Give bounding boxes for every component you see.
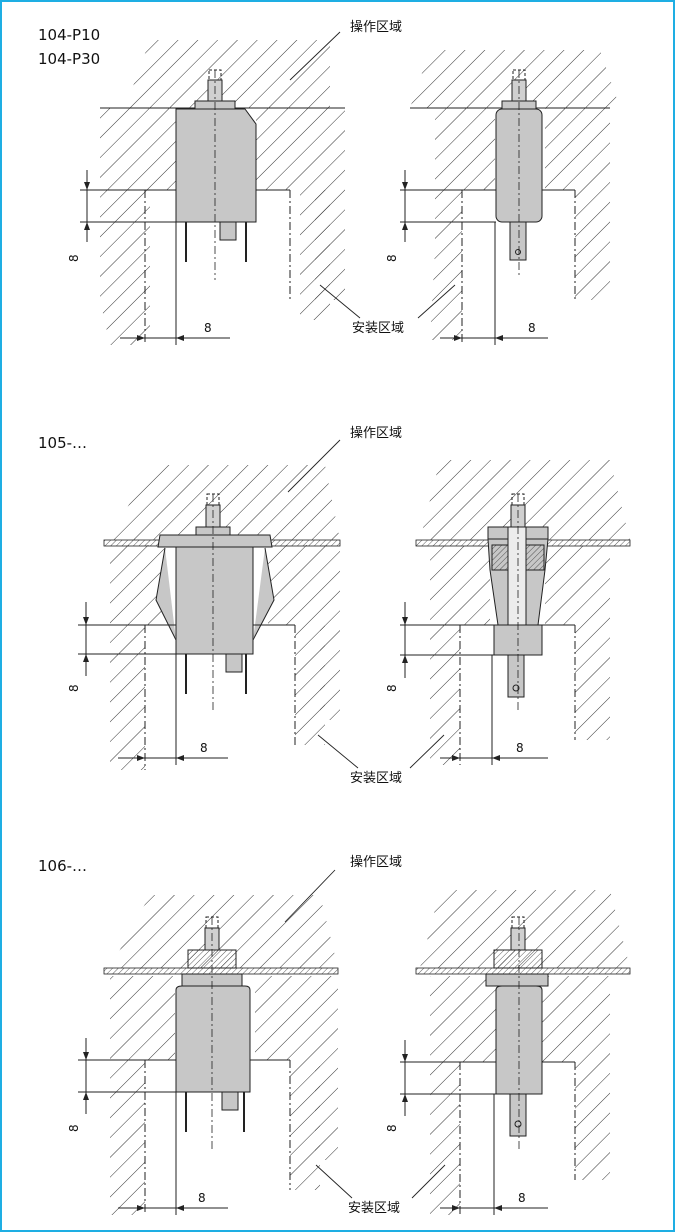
hatch-area-left	[103, 465, 341, 770]
dimension-8-horizontal: 8	[200, 741, 208, 755]
section-title-106: 106-…	[38, 857, 87, 875]
dimension-8-horizontal: 8	[518, 1191, 526, 1205]
mounting-zone-label: 安装区域	[350, 771, 402, 786]
dimension-8-vertical: 8	[385, 1124, 399, 1132]
dimension-8-horizontal: 8	[198, 1191, 206, 1205]
mounting-zone-label: 安装区域	[348, 1201, 400, 1216]
dimension-lines-104-front: 8 8	[67, 170, 291, 345]
operating-zone-label: 操作区域	[350, 425, 402, 441]
switch-body-106-front	[175, 916, 251, 1150]
dimension-lines-105-front: 8 8	[67, 602, 296, 770]
section-title-104-line1: 104-P10	[38, 26, 100, 44]
mounting-zone-label: 安装区域	[352, 321, 404, 336]
switch-body-104-front	[175, 69, 257, 280]
dimension-lines-106-side: 8 8	[385, 1040, 576, 1215]
section-106: 106-… 操作区域	[38, 854, 631, 1216]
operating-zone-label: 操作区域	[350, 854, 402, 870]
switch-body-106-side	[485, 916, 549, 1150]
dimension-lines-104-side: 8 8	[385, 170, 576, 345]
switch-body-105-side	[487, 493, 549, 712]
dimension-8-vertical: 8	[67, 1124, 81, 1132]
hatch-area-right	[415, 890, 631, 1215]
dimension-8-horizontal: 8	[204, 321, 212, 335]
switch-body-104-side	[495, 69, 543, 275]
hatch-area-right	[410, 50, 620, 340]
section-title-105: 105-…	[38, 434, 87, 452]
section-title-104-line2: 104-P30	[38, 50, 100, 68]
dimension-lines-106-front: 8 8	[67, 1038, 291, 1215]
dimension-8-horizontal: 8	[528, 321, 536, 335]
dimension-8-vertical: 8	[67, 684, 81, 692]
operating-zone-label: 操作区域	[350, 19, 402, 35]
dimension-8-horizontal: 8	[516, 741, 524, 755]
section-104: 104-P10 104-P30 操作区域	[38, 19, 620, 345]
dimension-8-vertical: 8	[67, 254, 81, 262]
dimension-8-vertical: 8	[385, 254, 399, 262]
hatch-area-right	[415, 460, 631, 765]
dimension-lines-105-side: 8 8	[385, 602, 576, 765]
hatch-area-left	[100, 40, 345, 345]
dimension-8-vertical: 8	[385, 684, 399, 692]
hatch-area-left	[103, 895, 339, 1215]
switch-body-105-front	[155, 493, 275, 710]
section-105: 105-… 操作区域	[38, 425, 631, 786]
